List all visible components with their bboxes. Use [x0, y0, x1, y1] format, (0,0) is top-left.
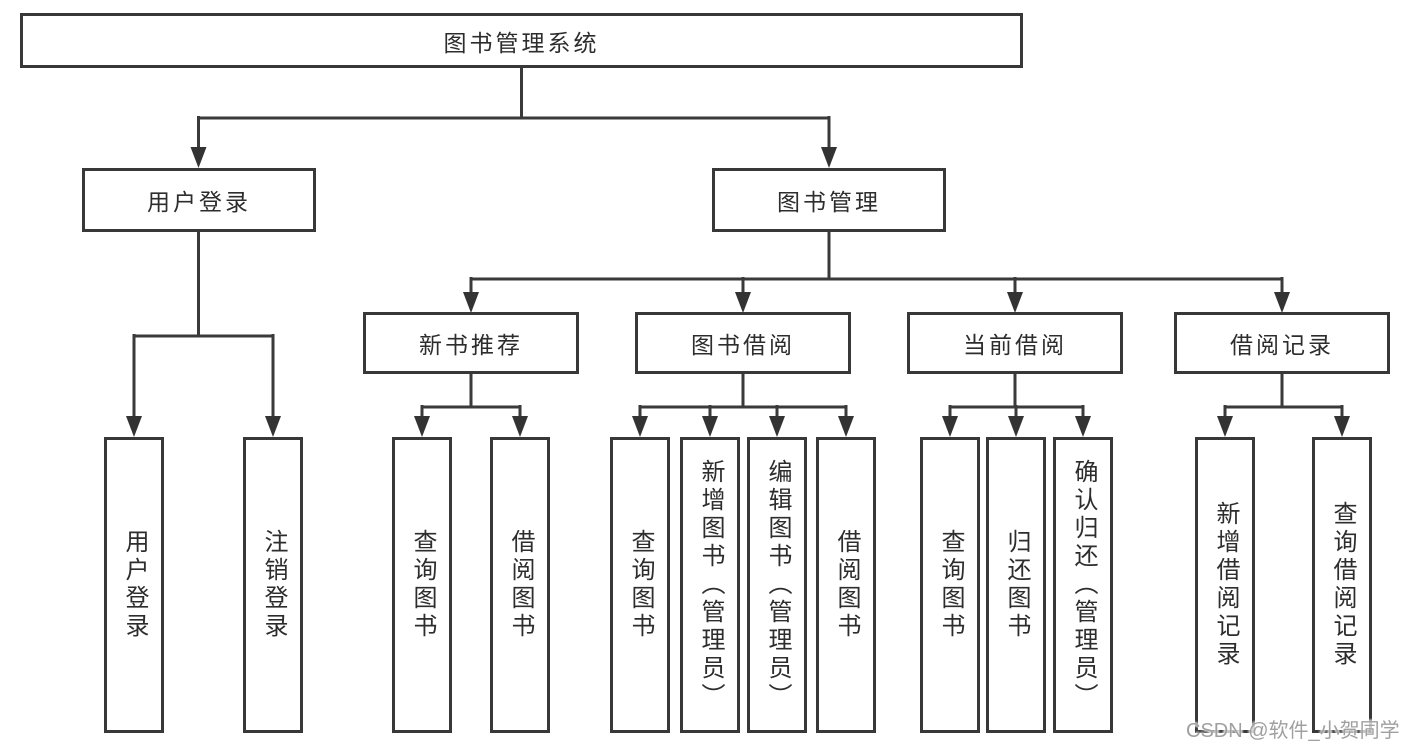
leaf-label: 查询借阅记录 [1329, 501, 1356, 669]
arrow-down-icon [190, 147, 207, 168]
arrow-down-icon [1334, 416, 1350, 437]
node-label: 图书管理 [777, 189, 881, 215]
node-label: 图书借阅 [691, 332, 795, 358]
leaf-label: 注销登录 [260, 529, 287, 641]
arrow-down-icon [1008, 416, 1024, 437]
arrow-down-icon [463, 292, 479, 313]
node-library-management-system: 图书管理系统 [20, 13, 1023, 68]
leaf-label: 查询图书 [627, 529, 654, 641]
connector-root-to-level2 [190, 68, 837, 168]
leaf-borrowing-add-books-admin: 新增图书（管理员） [680, 437, 740, 733]
node-book-management: 图书管理 [712, 168, 946, 232]
connector-new-book-recommendation-to-leaves [414, 374, 528, 437]
node-label: 新书推荐 [419, 332, 523, 358]
arrow-down-icon [1217, 416, 1233, 437]
arrow-down-icon [1274, 292, 1290, 313]
node-user-login: 用户登录 [82, 168, 316, 232]
node-label: 当前借阅 [963, 332, 1067, 358]
node-book-borrowing: 图书借阅 [635, 312, 851, 374]
leaf-label: 借阅图书 [833, 529, 860, 641]
leaf-logout: 注销登录 [243, 437, 303, 733]
leaf-borrowing-query-books: 查询图书 [610, 437, 670, 733]
leaf-label: 新增图书（管理员） [697, 459, 724, 711]
leaf-label: 编辑图书（管理员） [764, 459, 791, 711]
arrow-down-icon [1007, 292, 1023, 313]
leaf-newrec-borrow-books: 借阅图书 [490, 437, 550, 733]
arrow-down-icon [942, 416, 958, 437]
connector-book-borrowing-to-leaves [632, 374, 854, 437]
leaf-label: 确认归还（管理员） [1070, 459, 1097, 711]
node-label: 图书管理系统 [443, 29, 600, 56]
arrow-down-icon [838, 416, 854, 437]
leaf-label: 用户登录 [121, 529, 148, 641]
leaf-borrowing-edit-books-admin: 编辑图书（管理员） [747, 437, 807, 733]
node-label: 借阅记录 [1230, 332, 1334, 358]
node-borrowing-records: 借阅记录 [1174, 312, 1390, 374]
arrow-down-icon [414, 416, 430, 437]
leaf-user-login: 用户登录 [104, 437, 164, 733]
leaf-records-query-borrow-record: 查询借阅记录 [1312, 437, 1372, 733]
leaf-current-query-books: 查询图书 [920, 437, 980, 733]
leaf-current-confirm-return-admin: 确认归还（管理员） [1053, 437, 1113, 733]
arrow-down-icon [512, 416, 528, 437]
connector-book-management-to-level3 [463, 232, 1290, 313]
arrow-down-icon [632, 416, 648, 437]
arrow-down-icon [1075, 416, 1091, 437]
leaf-newrec-query-books: 查询图书 [392, 437, 452, 733]
leaf-current-return-books: 归还图书 [986, 437, 1046, 733]
node-current-borrowing: 当前借阅 [907, 312, 1123, 374]
arrow-down-icon [126, 416, 142, 437]
node-label: 用户登录 [147, 189, 251, 215]
leaf-label: 查询图书 [937, 529, 964, 641]
leaf-label: 新增借阅记录 [1212, 501, 1239, 669]
leaf-label: 查询图书 [409, 529, 436, 641]
arrow-down-icon [821, 147, 837, 168]
leaf-label: 借阅图书 [507, 529, 534, 641]
arrow-down-icon [769, 416, 785, 437]
arrow-down-icon [702, 416, 718, 437]
arrow-down-icon [265, 416, 281, 437]
csdn-watermark: CSDN @软件_小贺同学 [1186, 720, 1400, 742]
leaf-records-add-borrow-record: 新增借阅记录 [1195, 437, 1255, 733]
connector-user-login-to-leaves [126, 232, 281, 437]
leaf-label: 归还图书 [1003, 529, 1030, 641]
connector-borrowing-records-to-leaves [1217, 374, 1350, 437]
arrow-down-icon [735, 292, 751, 313]
leaf-borrowing-borrow-books: 借阅图书 [816, 437, 876, 733]
node-new-book-recommendation: 新书推荐 [363, 312, 579, 374]
connector-current-borrowing-to-leaves [942, 374, 1091, 437]
